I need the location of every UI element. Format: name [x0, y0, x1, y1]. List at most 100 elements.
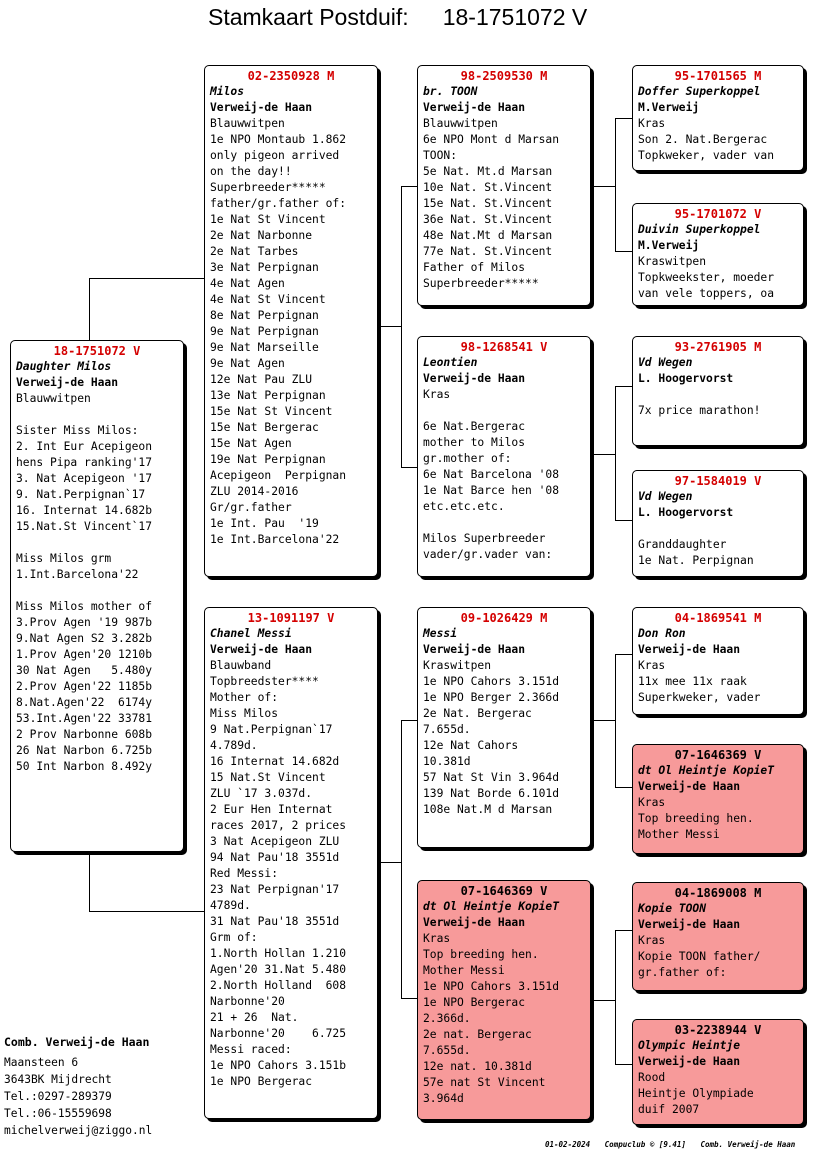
ring-number: 09-1026429 M — [460, 611, 548, 625]
pigeon-name: Doffer Superkoppel — [638, 85, 761, 98]
connector-gp1-b — [615, 251, 632, 252]
breeder-phone-2: Tel.:06-15559698 — [4, 1107, 112, 1120]
pigeon-color: Kras — [638, 659, 666, 672]
connector-gp2 — [592, 454, 616, 455]
pigeon-color — [638, 387, 798, 403]
title-ring: 18-1751072 V — [442, 4, 588, 30]
connector-sire-vertical — [401, 186, 402, 467]
connector-gp3 — [592, 720, 616, 721]
connector-to-dam — [89, 911, 204, 912]
ring-number: 93-2761905 M — [674, 340, 762, 354]
breeder-phone-1: Tel.:0297-289379 — [4, 1090, 112, 1103]
pedigree-notes: Heintje Olympiade duif 2007 — [638, 1087, 754, 1116]
pedigree-notes: Top breeding hen. Mother Messi 1e NPO Ca… — [423, 948, 560, 1105]
footer-owner: Comb. Verweij-de Haan — [700, 1140, 796, 1149]
pedigree-notes: 6e Nat.Bergerac mother to Milos gr.mothe… — [423, 420, 560, 561]
pigeon-color: Kraswitpen — [638, 255, 707, 268]
pigeon-name: Vd Wegen — [638, 490, 693, 503]
ring-number: 18-1751072 V — [53, 344, 141, 358]
pigeon-color: Kras — [423, 932, 451, 945]
ring-number: 04-1869008 M — [674, 886, 762, 900]
breeder-name: Comb. Verweij-de Haan — [4, 1035, 150, 1049]
owner-name: Verweij-de Haan — [210, 101, 313, 114]
pigeon-color — [638, 521, 798, 537]
sire-dam-card[interactable]: 98-1268541 V Leontien Verweij-de Haan Kr… — [417, 336, 591, 577]
pedigree-notes: 1e NPO Cahors 3.151d 1e NPO Berger 2.366… — [423, 675, 560, 816]
connector-to-sire-sire — [401, 186, 417, 187]
connector-gp4-b — [615, 1064, 632, 1065]
connector-gp1-vertical — [615, 118, 616, 251]
breeder-address: Comb. Verweij-de Haan Maansteen 6 3643BK… — [4, 1034, 152, 1139]
connector-gp1 — [592, 186, 616, 187]
pigeon-name: Milos — [210, 85, 245, 98]
owner-name: Verweij-de Haan — [423, 643, 526, 656]
pigeon-name: Duivin Superkoppel — [638, 223, 761, 236]
connector-gp3-vertical — [615, 654, 616, 787]
pigeon-name: Olympic Heintje — [638, 1039, 741, 1052]
ring-number: 98-1268541 V — [460, 340, 548, 354]
dam-dam-card[interactable]: 07-1646369 V dt Ol Heintje KopieT Verwei… — [417, 880, 591, 1120]
great-grandparent-card-8[interactable]: 03-2238944 V Olympic Heintje Verweij-de … — [632, 1019, 804, 1125]
great-grandparent-card-6[interactable]: 07-1646369 V dt Ol Heintje KopieT Verwei… — [632, 744, 804, 854]
breeder-city: 3643BK Mijdrecht — [4, 1073, 112, 1086]
footer-date: 01-02-2024 — [545, 1140, 591, 1149]
sire-card[interactable]: 02-2350928 M Milos Verweij-de Haan Blauw… — [204, 65, 378, 577]
connector-to-dam-dam — [401, 998, 417, 999]
pigeon-color: Kraswitpen — [423, 659, 492, 672]
connector-dam-vertical — [401, 720, 402, 998]
great-grandparent-card-3[interactable]: 93-2761905 M Vd Wegen L. Hoogervorst 7x … — [632, 336, 804, 446]
pigeon-color: Rood — [638, 1071, 666, 1084]
connector-to-dam-sire — [401, 720, 417, 721]
pigeon-name: Chanel Messi — [210, 627, 292, 640]
great-grandparent-card-5[interactable]: 04-1869541 M Don Ron Verweij-de Haan Kra… — [632, 607, 804, 715]
dam-sire-card[interactable]: 09-1026429 M Messi Verweij-de Haan Krasw… — [417, 607, 591, 848]
pigeon-color: Blauwband — [210, 659, 272, 672]
owner-name: L. Hoogervorst — [638, 372, 734, 385]
pigeon-color: Blauwwitpen — [16, 392, 91, 405]
great-grandparent-card-2[interactable]: 95-1701072 V Duivin Superkoppel M.Verwei… — [632, 203, 804, 306]
connector-gp1-a — [615, 118, 632, 119]
connector-gp3-a — [615, 654, 632, 655]
pigeon-color: Kras — [638, 934, 666, 947]
pigeon-name: Kopie TOON — [638, 902, 707, 915]
pigeon-name: Leontien — [423, 356, 478, 369]
dam-card[interactable]: 13-1091197 V Chanel Messi Verweij-de Haa… — [204, 607, 378, 1119]
ring-number: 07-1646369 V — [674, 748, 762, 762]
ring-number: 13-1091197 V — [247, 611, 335, 625]
ring-number: 97-1584019 V — [674, 474, 762, 488]
sire-sire-card[interactable]: 98-2509530 M br. TOON Verweij-de Haan Bl… — [417, 65, 591, 306]
owner-name: L. Hoogervorst — [638, 506, 734, 519]
owner-name: Verweij-de Haan — [638, 780, 741, 793]
connector-gp4-vertical — [615, 930, 616, 1064]
title-label: Stamkaart Postduif: — [208, 4, 409, 30]
great-grandparent-card-4[interactable]: 97-1584019 V Vd Wegen L. Hoogervorst Gra… — [632, 470, 804, 577]
ring-number: 03-2238944 V — [674, 1023, 762, 1037]
subject-card[interactable]: 18-1751072 V Daughter Milos Verweij-de H… — [10, 340, 184, 852]
connector-gp2-b — [615, 520, 632, 521]
connector-gp4 — [592, 1000, 616, 1001]
page-title: Stamkaart Postduif: 18-1751072 V — [208, 4, 587, 31]
pedigree-notes: Kopie TOON father/ gr.father of: — [638, 950, 761, 979]
pedigree-notes: Topbreedster**** Mother of: Miss Milos 9… — [210, 675, 347, 1088]
great-grandparent-card-7[interactable]: 04-1869008 M Kopie TOON Verweij-de Haan … — [632, 882, 804, 991]
pedigree-notes: Top breeding hen. Mother Messi — [638, 812, 754, 841]
owner-name: Verweij-de Haan — [638, 918, 741, 931]
pedigree-notes: Topkweekster, moeder van vele toppers, o… — [638, 271, 775, 300]
great-grandparent-card-1[interactable]: 95-1701565 M Doffer Superkoppel M.Verwei… — [632, 65, 804, 171]
connector-sire-parents — [378, 326, 402, 327]
pedigree-notes: 11x mee 11x raak Superkweker, vader — [638, 675, 761, 704]
pedigree-notes: Son 2. Nat.Bergerac Topkweker, vader van — [638, 133, 775, 162]
connector-gp3-b — [615, 787, 632, 788]
pigeon-color: Kras — [638, 117, 666, 130]
connector-gp2-vertical — [615, 386, 616, 520]
owner-name: M.Verweij — [638, 101, 700, 114]
owner-name: Verweij-de Haan — [423, 916, 526, 929]
pigeon-name: dt Ol Heintje KopieT — [638, 764, 775, 777]
breeder-email[interactable]: michelverweij@ziggo.nl — [4, 1124, 153, 1137]
ring-number: 07-1646369 V — [460, 884, 548, 898]
connector-to-sire-dam — [401, 467, 417, 468]
pigeon-color: Blauwwitpen — [210, 117, 285, 130]
ring-number: 95-1701565 M — [674, 69, 762, 83]
ring-number: 04-1869541 M — [674, 611, 762, 625]
owner-name: Verweij-de Haan — [423, 101, 526, 114]
